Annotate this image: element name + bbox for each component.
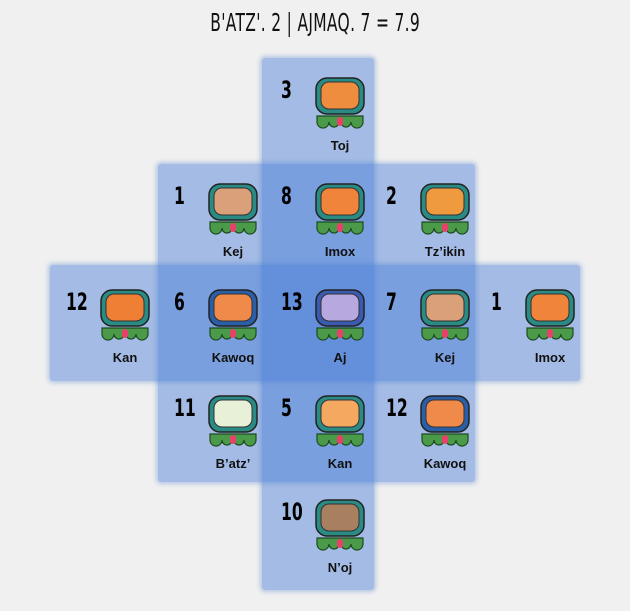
day-cell-tzikin: 2 Tz’ikin	[370, 166, 476, 272]
day-number: 13	[281, 288, 303, 316]
day-number: 1	[491, 288, 502, 316]
day-name: Kej	[222, 244, 244, 259]
day-number: 7	[386, 288, 397, 316]
day-number: 10	[281, 498, 303, 526]
day-name: Tz’ikin	[424, 244, 466, 259]
nawal-glyph-icon	[315, 289, 365, 341]
title-text: B'ATZ'. 2 | AJMAQ. 7 = 7.9	[210, 8, 420, 37]
day-cell-noj: 10 N’oj	[265, 482, 371, 588]
nawal-glyph-icon	[525, 289, 575, 341]
day-name: Kawoq	[211, 350, 255, 365]
day-number: 1	[174, 182, 185, 210]
nawal-glyph-icon	[315, 395, 365, 447]
day-number: 6	[174, 288, 185, 316]
day-cell-aj: 13 Aj	[265, 272, 371, 378]
day-name: Kej	[434, 350, 456, 365]
day-number: 2	[386, 182, 397, 210]
nawal-glyph-icon	[315, 499, 365, 551]
day-name: Toj	[330, 138, 350, 153]
nawal-glyph-icon	[100, 289, 150, 341]
nawal-glyph-icon	[208, 183, 258, 235]
day-name: N’oj	[327, 560, 353, 575]
day-name: Kan	[327, 456, 353, 471]
nawal-glyph-icon	[315, 77, 365, 129]
day-number: 3	[281, 76, 292, 104]
day-cell-kawoq: 12 Kawoq	[370, 378, 476, 484]
day-number: 12	[66, 288, 88, 316]
day-name: Kawoq	[423, 456, 467, 471]
nawal-glyph-icon	[208, 289, 258, 341]
day-cell-imox: 1 Imox	[475, 272, 581, 378]
nawal-glyph-icon	[208, 395, 258, 447]
nawal-glyph-icon	[420, 289, 470, 341]
day-cell-kawoq: 6 Kawoq	[158, 272, 264, 378]
day-cell-kan: 12 Kan	[50, 272, 156, 378]
day-number: 8	[281, 182, 292, 210]
day-name: Aj	[333, 350, 347, 365]
day-name: Imox	[324, 244, 356, 259]
center-square	[158, 164, 475, 482]
day-cell-kej: 7 Kej	[370, 272, 476, 378]
day-name: B’atz’	[215, 456, 251, 471]
nawal-glyph-icon	[420, 183, 470, 235]
day-name: Imox	[534, 350, 566, 365]
day-number: 11	[174, 394, 196, 422]
day-cell-batz: 11 B’atz’	[158, 378, 264, 484]
nawal-glyph-icon	[315, 183, 365, 235]
page-title: B'ATZ'. 2 | AJMAQ. 7 = 7.9	[0, 8, 630, 38]
day-cell-kan: 5 Kan	[265, 378, 371, 484]
day-number: 5	[281, 394, 292, 422]
day-name: Kan	[112, 350, 138, 365]
day-cell-toj: 3 Toj	[265, 60, 371, 166]
day-cell-imox: 8 Imox	[265, 166, 371, 272]
day-cell-kej: 1 Kej	[158, 166, 264, 272]
day-number: 12	[386, 394, 408, 422]
nawal-glyph-icon	[420, 395, 470, 447]
